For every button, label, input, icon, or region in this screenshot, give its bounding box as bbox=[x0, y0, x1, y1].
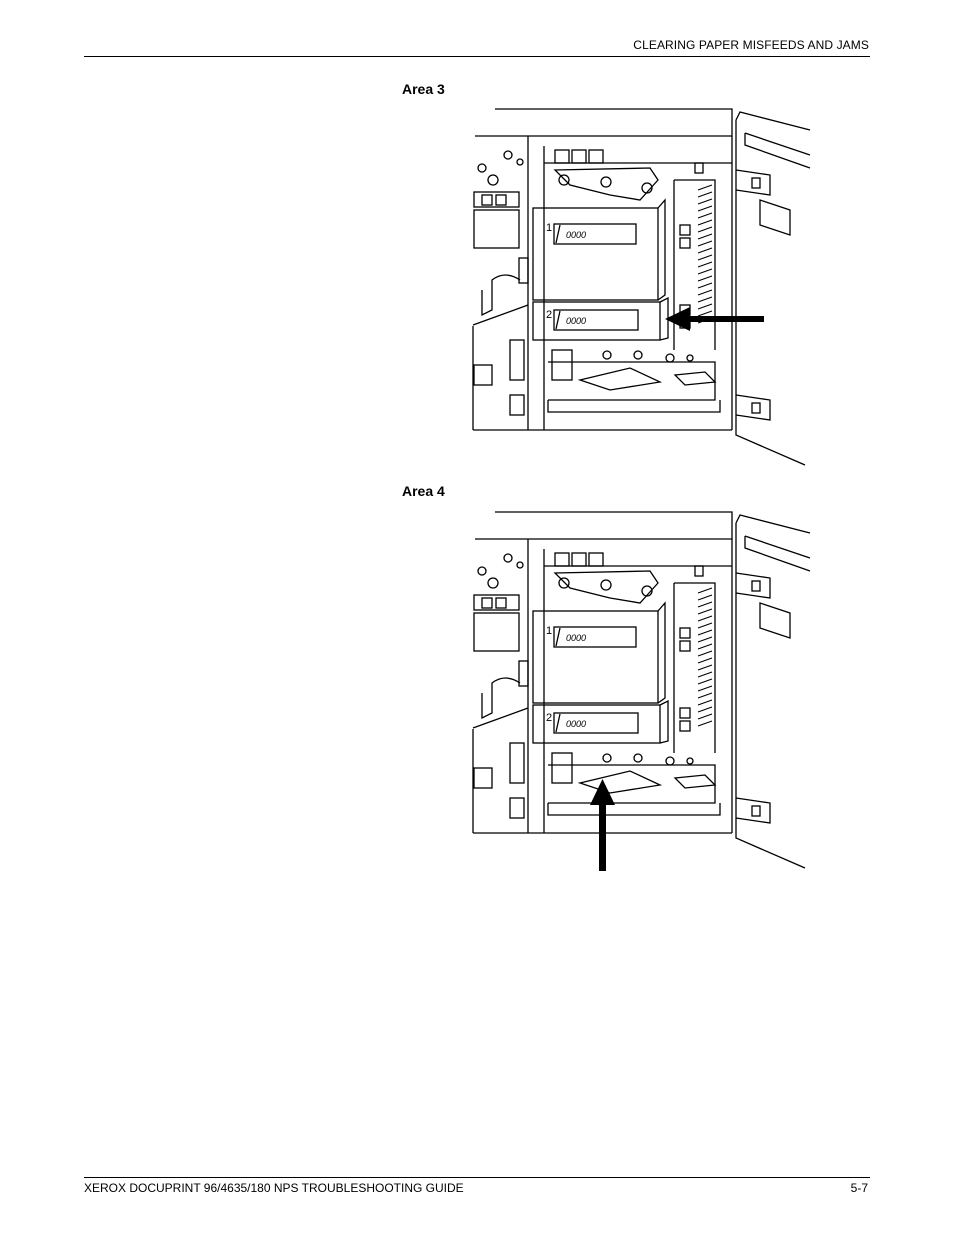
section-title: CLEARING PAPER MISFEEDS AND JAMS bbox=[633, 38, 869, 52]
area-3-title: Area 3 bbox=[402, 81, 445, 97]
area-3-illustration: 1 2 0000 0000 bbox=[472, 108, 811, 466]
callout-1: 1 bbox=[546, 625, 552, 637]
left-arrow-icon bbox=[665, 307, 764, 331]
module-2-label: 0000 bbox=[566, 316, 586, 326]
up-arrow-icon bbox=[590, 779, 615, 871]
footer-rule bbox=[84, 1177, 870, 1178]
guide-title: XEROX DOCUPRINT 96/4635/180 NPS TROUBLES… bbox=[84, 1181, 464, 1195]
module-1-label: 0000 bbox=[566, 633, 586, 643]
callout-2: 2 bbox=[546, 712, 552, 724]
area-4-illustration: 1 2 0000 0000 bbox=[472, 511, 811, 871]
area-4-title: Area 4 bbox=[402, 483, 445, 499]
callout-1: 1 bbox=[546, 222, 552, 234]
module-1-label: 0000 bbox=[566, 230, 586, 240]
callout-2: 2 bbox=[546, 309, 552, 321]
module-2-label: 0000 bbox=[566, 719, 586, 729]
page-number: 5-7 bbox=[850, 1181, 868, 1195]
header-rule bbox=[84, 56, 870, 57]
